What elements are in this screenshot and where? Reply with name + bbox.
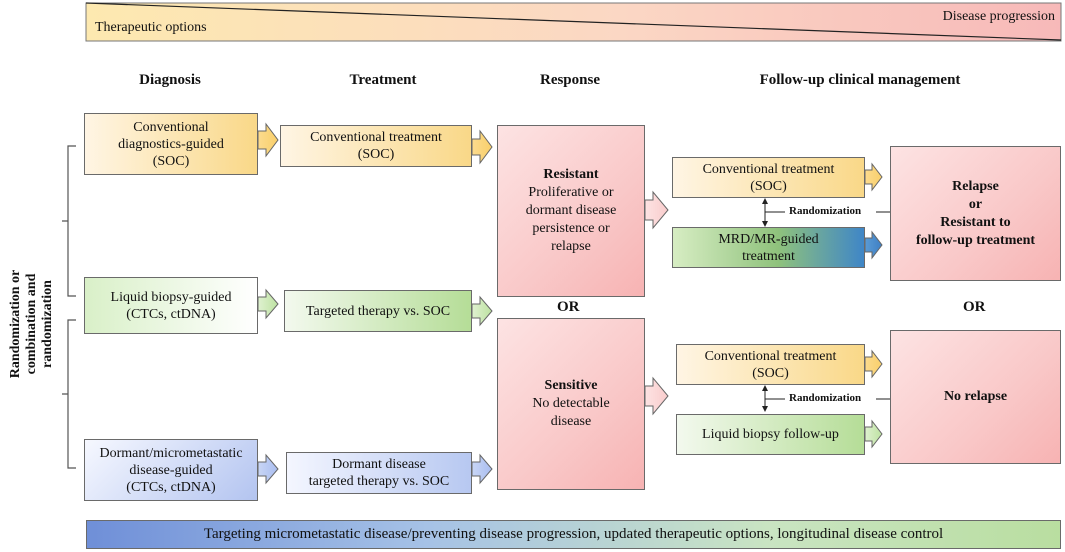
arrow-diag-liquid <box>257 288 279 320</box>
treat-dormant-line1: Dormant disease <box>332 457 426 472</box>
sensitive-title: Sensitive <box>544 378 598 393</box>
diag-dormant-line1: Dormant/micrometastatic <box>99 445 243 461</box>
diag-dormant-line2: disease-guided <box>129 462 213 478</box>
wedge-diagonal <box>85 2 1062 41</box>
arrow-sensitive <box>644 376 669 416</box>
header-follow-up: Follow-up clinical management <box>759 72 961 88</box>
arrow-fu-upper-conv <box>864 162 883 192</box>
outcome-relapse-box: Relapse or Resistant to follow-up treatm… <box>890 146 1061 281</box>
brace-lower <box>62 319 76 469</box>
relapse-line2: or <box>968 196 983 212</box>
treatment-conventional-box: Conventional treatment (SOC) <box>280 125 472 167</box>
fu-upper-conv-line2: (SOC) <box>750 178 787 194</box>
arrow-fu-lower-liquid <box>864 419 883 449</box>
fu-lower-conv-line1: Conventional treatment <box>704 348 837 364</box>
relapse-line4: follow-up treatment <box>915 232 1036 248</box>
diag-conv-line2: diagnostics-guided <box>118 136 224 152</box>
fu-mrd-line1: MRD/MR-guided <box>718 231 819 247</box>
resistant-body-1: Proliferative or <box>528 185 614 200</box>
diagnosis-liquid-biopsy-box: Liquid biopsy-guided (CTCs, ctDNA) <box>84 277 258 334</box>
sensitive-body-2: disease <box>550 414 592 429</box>
followup-lower-conventional-box: Conventional treatment (SOC) <box>676 344 865 385</box>
arrow-treat-targeted <box>471 295 493 327</box>
relapse-line1: Relapse <box>952 178 999 194</box>
resistant-body-4: relapse <box>551 239 591 254</box>
arrow-diag-dormant <box>257 453 279 485</box>
followup-upper-conventional-box: Conventional treatment (SOC) <box>672 157 865 198</box>
therapeutic-options-label: Therapeutic options <box>95 20 207 35</box>
fu-lower-conv-line2: (SOC) <box>752 365 789 381</box>
resistant-body-3: persistence or <box>532 221 610 236</box>
relapse-line3: Resistant to <box>940 214 1011 230</box>
resistant-title: Resistant <box>543 167 599 182</box>
arrow-treat-dormant <box>471 453 493 485</box>
randomization-lower-label: Randomization <box>789 392 862 404</box>
disease-progression-label: Disease progression <box>942 9 1055 24</box>
treatment-targeted-box: Targeted therapy vs. SOC <box>284 290 472 332</box>
treat-dormant-line2: targeted therapy vs. SOC <box>308 474 450 489</box>
brace-upper <box>62 145 76 297</box>
header-response: Response <box>539 72 600 88</box>
diagnosis-conventional-box: Conventional diagnostics-guided (SOC) <box>84 113 258 175</box>
arrow-fu-lower-conv <box>864 349 883 379</box>
randomization-upper-label: Randomization <box>789 205 862 217</box>
response-or-label: OR <box>557 299 580 315</box>
header-diagnosis: Diagnosis <box>139 72 201 88</box>
treat-conv-line2: (SOC) <box>357 147 395 162</box>
fu-liquid-line1: Liquid biopsy follow-up <box>702 427 839 442</box>
diag-liquid-line2: (CTCs, ctDNA) <box>126 306 216 322</box>
followup-lower-liquid-box: Liquid biopsy follow-up <box>676 414 865 455</box>
bottom-summary-text: Targeting micrometastatic disease/preven… <box>203 526 944 542</box>
arrow-diag-conv <box>257 122 279 158</box>
bottom-summary-bar: Targeting micrometastatic disease/preven… <box>86 520 1061 549</box>
response-resistant-box: Resistant Proliferative or dormant disea… <box>497 125 645 297</box>
fu-mrd-line2: treatment <box>742 248 795 264</box>
resistant-body-2: dormant disease <box>525 203 617 218</box>
diag-liquid-line1: Liquid biopsy-guided <box>110 289 232 305</box>
fu-upper-conv-line1: Conventional treatment <box>702 161 835 177</box>
diagnosis-dormant-box: Dormant/micrometastatic disease-guided (… <box>84 439 258 501</box>
response-sensitive-box: Sensitive No detectable disease <box>497 318 645 490</box>
arrow-fu-upper-mrd <box>864 230 883 260</box>
progression-wedge <box>85 2 1062 42</box>
diag-conv-line3: (SOC) <box>152 153 190 169</box>
header-treatment: Treatment <box>349 72 417 88</box>
arrow-resistant <box>644 190 669 230</box>
diag-dormant-line3: (CTCs, ctDNA) <box>126 479 216 495</box>
outcome-no-relapse-box: No relapse <box>890 330 1061 464</box>
diag-conv-line1: Conventional <box>133 119 209 135</box>
followup-upper-mrd-box: MRD/MR-guided treatment <box>672 227 865 268</box>
no-relapse-text: No relapse <box>943 389 1008 404</box>
arrow-treat-conv <box>471 129 493 165</box>
outcome-or-label: OR <box>963 299 986 315</box>
sensitive-body-1: No detectable <box>532 396 610 411</box>
treat-targeted-line1: Targeted therapy vs. SOC <box>305 303 451 319</box>
treatment-dormant-box: Dormant disease targeted therapy vs. SOC <box>286 452 472 494</box>
treat-conv-line1: Conventional treatment <box>310 130 442 145</box>
